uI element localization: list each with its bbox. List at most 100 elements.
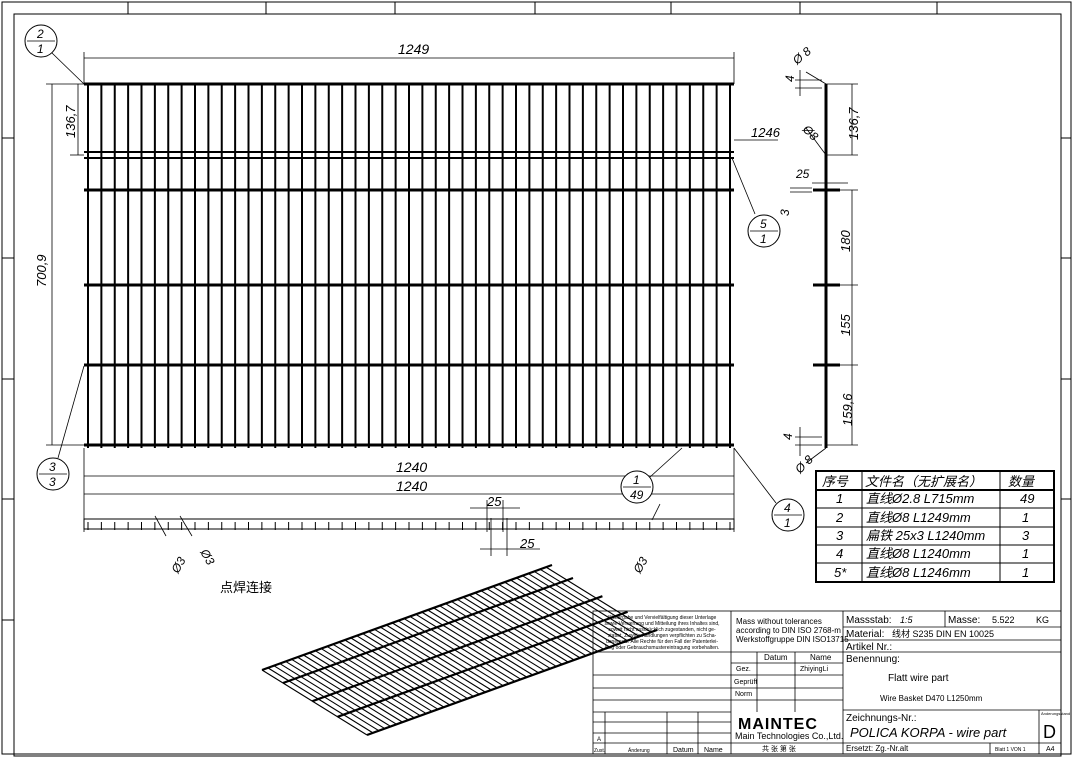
- aenderung-label: Änderung: [628, 747, 650, 754]
- horizontal-bars: [84, 82, 734, 447]
- iso-wire: [326, 645, 433, 712]
- iso-wire: [338, 641, 445, 708]
- name-label: Name: [810, 653, 832, 662]
- dim-wire-1: Ø3: [168, 554, 189, 576]
- iso-wire: [397, 620, 504, 687]
- iso-wire: [309, 652, 415, 719]
- iso-wire: [332, 643, 439, 710]
- masse-value: 5.522: [992, 615, 1015, 625]
- datum-label-2: Datum: [673, 747, 694, 754]
- bom-row-1-no: 1: [836, 491, 843, 506]
- bottom-view: 1240 1240 25 25 Ø3 Ø3 Ø3 点焊连接: [83, 448, 735, 595]
- balloon-4-1: 4 1: [733, 447, 805, 532]
- dim-bottom-d2: 25: [519, 536, 535, 551]
- isometric-view: [261, 563, 658, 737]
- massstab-label: Massstab:: [846, 615, 892, 626]
- iso-wire: [261, 669, 368, 736]
- iso-wire: [451, 600, 557, 667]
- norm-label: Norm: [735, 691, 752, 698]
- iso-wire: [468, 594, 575, 661]
- iso-wire: [439, 605, 545, 672]
- dim-side-h3: 155: [838, 314, 853, 336]
- tolerance-line-3: Werkstoffgruppe DIN ISO13715: [736, 635, 849, 644]
- side-flat-bars: [813, 188, 840, 367]
- balloon-1-49-bottom: 49: [630, 488, 644, 502]
- dim-side-gap-top: 4: [783, 75, 797, 82]
- bom-row-2-no: 2: [835, 510, 844, 525]
- balloon-3-3-bottom: 3: [49, 475, 56, 489]
- iso-wire: [303, 654, 409, 721]
- bom-header-name: 文件名（无扩展名）: [865, 474, 982, 489]
- dim-left-height: 136,7: [63, 105, 78, 138]
- benennung-label: Benennung:: [846, 654, 900, 665]
- blatt-label: Blatt 1 VON 1: [995, 747, 1026, 753]
- iso-wire: [415, 613, 522, 680]
- masse-unit: KG: [1036, 615, 1049, 625]
- drawer-name: ZhiyingLi: [800, 666, 828, 673]
- material-label: Material:: [846, 629, 884, 640]
- title-block: Weitergabe und Vervielfältigung dieser U…: [592, 610, 1070, 755]
- copyright-line-4: stattet. Zuwiderhandlungen verpflichten …: [608, 633, 717, 639]
- iso-wire: [374, 628, 480, 695]
- bom-row-2-name: 直线Ø8 L1249mm: [866, 510, 971, 525]
- balloon-4-1-bottom: 1: [784, 516, 791, 530]
- rev-a: A: [597, 737, 601, 743]
- balloon-2-1: 2 1: [24, 24, 85, 85]
- name-label-2: Name: [704, 747, 723, 754]
- balloon-3-3-top: 3: [49, 460, 56, 474]
- dim-overall-length: 1249: [398, 41, 429, 57]
- bom-table: 序号 文件名（无扩展名） 数量 1 直线Ø2.8 L715mm 49 2 直线Ø…: [815, 470, 1055, 583]
- maintec-logo: MAINTEC Main Technologies Co.,Ltd.: [735, 716, 843, 741]
- iso-wire: [498, 583, 605, 650]
- company-name: Main Technologies Co.,Ltd.: [735, 731, 843, 741]
- ersetzt-label: Ersetzt: Zg.-Nr.alt: [846, 744, 909, 753]
- dim-side-dia-top: Ø 8: [789, 44, 814, 68]
- copyright-line-5: denersatz. Alle Rechte für den Fall der …: [606, 639, 718, 645]
- benennung-line-2: Wire Basket D470 L1250mm: [880, 694, 983, 703]
- iso-wire: [297, 656, 403, 723]
- iso-wire: [279, 663, 386, 730]
- material-value: 线材 S235 DIN EN 10025: [892, 628, 994, 639]
- balloon-4-1-top: 4: [784, 501, 791, 515]
- dim-side-gap-bottom: 4: [781, 433, 795, 440]
- balloon-1-49: 1 49: [620, 447, 683, 504]
- tolerance-line-2: according to DIN ISO 2768-m: [736, 626, 841, 635]
- iso-wire: [409, 615, 516, 682]
- iso-wire: [391, 622, 498, 689]
- iso-wire: [433, 607, 539, 674]
- iso-bar: [312, 595, 603, 703]
- bom-row-3-name: 扁铁 25x3 L1240mm: [866, 528, 985, 543]
- iso-wire: [516, 577, 622, 644]
- iso-wire: [492, 585, 599, 652]
- dim-side-h1: 136,7: [846, 107, 861, 140]
- iso-bar: [282, 576, 574, 685]
- bom-row-3-qty: 3: [1022, 528, 1030, 543]
- iso-wire: [462, 596, 569, 663]
- front-view: 1249 1246 136,7 700,9: [34, 41, 781, 448]
- iso-wire: [380, 626, 486, 693]
- copyright-note: Weitergabe und Vervielfältigung dieser U…: [604, 615, 719, 651]
- iso-wire: [403, 618, 510, 685]
- bom-row-5-qty: 1: [1022, 565, 1029, 580]
- bom-header-qty: 数量: [1008, 474, 1036, 489]
- bom-header-no: 序号: [822, 474, 849, 489]
- aenderungsstand-label: Änderungsstand: [1041, 711, 1070, 716]
- iso-wire: [267, 667, 374, 734]
- iso-wire: [427, 609, 534, 676]
- bom-row-4-no: 4: [836, 546, 843, 561]
- dim-side-flat-w: 25: [795, 167, 810, 181]
- copyright-line-3: soweit nicht ausdrücklich zugestanden, n…: [608, 627, 716, 633]
- iso-wire: [291, 658, 397, 725]
- balloon-1-49-top: 1: [633, 473, 640, 487]
- side-view: Ø 8 4 Ø8 136,7 25 3 180 155 159,6 4 Ø 8: [778, 44, 861, 477]
- iso-wire: [533, 570, 640, 637]
- dim-side-h2: 180: [838, 230, 853, 252]
- iso-wire: [285, 660, 391, 727]
- iso-wire: [314, 650, 421, 717]
- balloon-5-1-bottom: 1: [760, 232, 767, 246]
- tolerance-line-1: Mass without tolerances: [736, 617, 822, 626]
- zeichnungs-label: Zeichnungs-Nr.:: [846, 713, 917, 724]
- bom-row-2-qty: 1: [1022, 510, 1029, 525]
- weld-note: 点焊连接: [220, 580, 272, 595]
